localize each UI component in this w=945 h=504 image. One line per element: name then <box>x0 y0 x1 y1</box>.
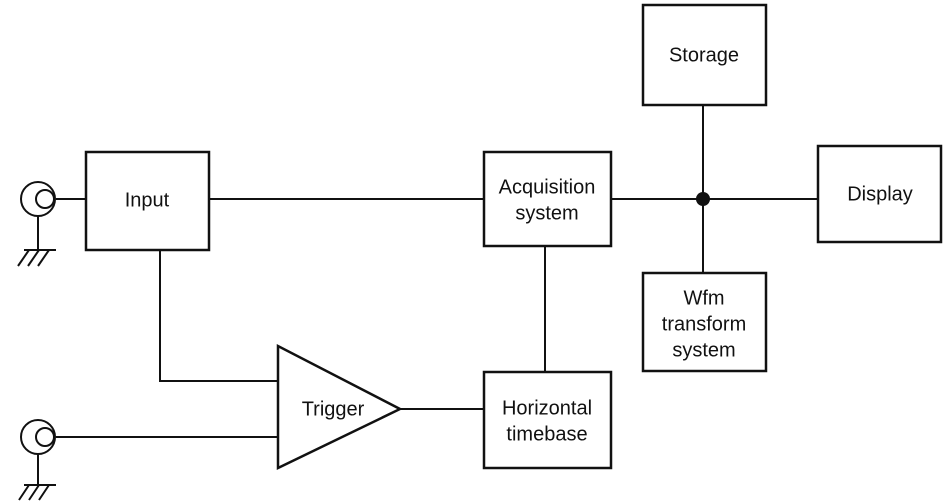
input-ground-icon <box>17 249 56 267</box>
line-input-to-trigger <box>159 250 278 382</box>
horizontal-label-line2: timebase <box>506 423 587 445</box>
display-label: Display <box>847 183 913 205</box>
acquisition-label-line2: system <box>515 202 578 224</box>
display-block: Display <box>816 144 943 244</box>
trigger-connector-icon <box>20 419 56 485</box>
acquisition-block: Acquisition system <box>482 150 613 248</box>
horizontal-label-line1: Horizontal <box>502 397 592 419</box>
trigger-label: Trigger <box>302 398 365 420</box>
wfm-label-line3: system <box>672 339 735 361</box>
trigger-ground-icon <box>18 484 56 501</box>
junction-dot <box>696 192 710 206</box>
horizontal-block: Horizontal timebase <box>482 370 613 470</box>
input-label: Input <box>125 189 170 211</box>
connections <box>56 105 818 438</box>
input-block: Input <box>84 150 211 252</box>
wfm-transform-block: Wfm transform system <box>641 271 768 373</box>
wfm-label-line1: Wfm <box>683 287 724 309</box>
acquisition-label-line1: Acquisition <box>499 176 596 198</box>
trigger-block: Trigger <box>276 343 403 470</box>
input-connector-icon <box>20 181 56 250</box>
storage-block: Storage <box>641 3 768 107</box>
wfm-label-line2: transform <box>662 313 746 335</box>
storage-label: Storage <box>669 44 739 66</box>
